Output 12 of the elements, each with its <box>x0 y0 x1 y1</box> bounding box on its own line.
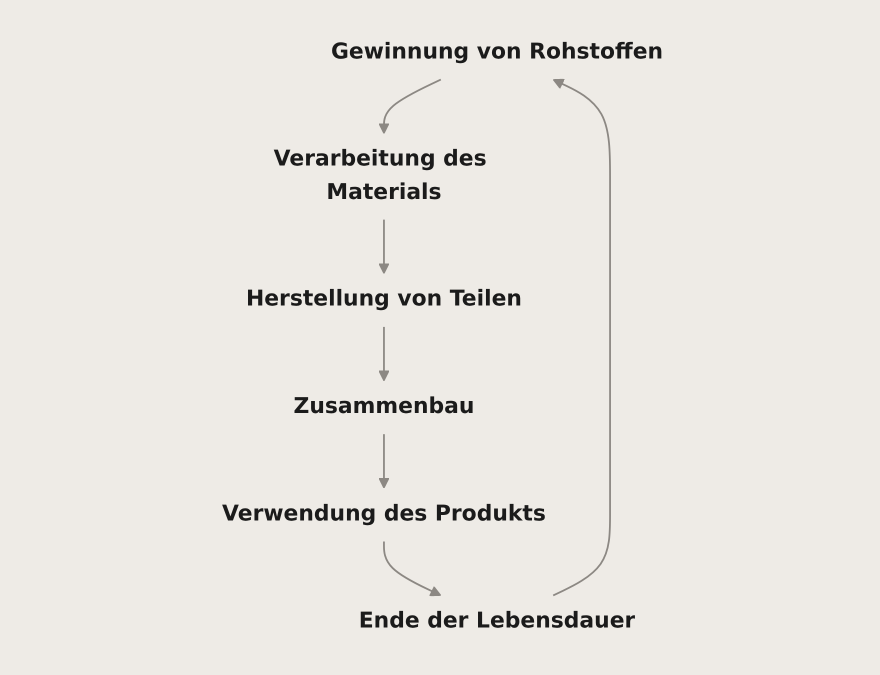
node-text: Gewinnung von Rohstoffen <box>330 39 664 65</box>
node-text: Ende der Lebensdauer <box>358 608 636 634</box>
arrow <box>378 78 442 134</box>
arrow <box>378 434 390 489</box>
node-text: Verarbeitung des Materials <box>274 146 487 205</box>
arrow <box>383 541 442 596</box>
node-text: Verwendung des Produkts <box>222 500 546 527</box>
node-text: Herstellung von Teilen <box>246 286 522 312</box>
arrow <box>552 78 611 596</box>
arrow <box>378 326 390 382</box>
node-text: Zusammenbau <box>293 394 474 420</box>
arrow <box>378 220 390 274</box>
